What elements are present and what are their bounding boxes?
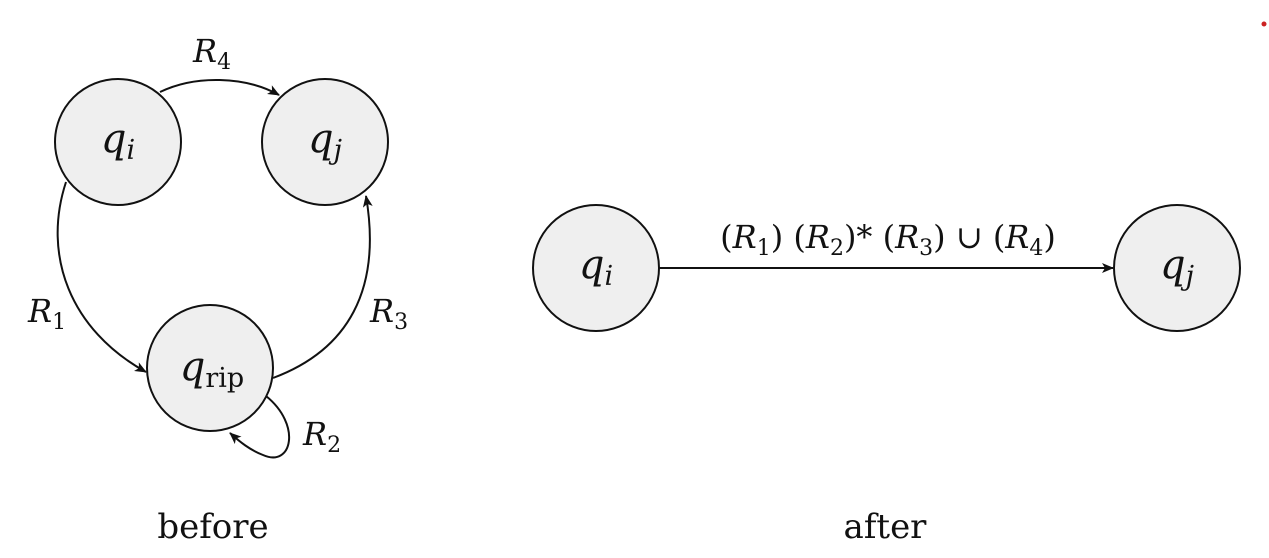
- state-qi-node: [54, 78, 182, 206]
- edge-qrip-self-loop: [229, 395, 290, 459]
- before-caption: before: [157, 507, 268, 547]
- after-state-qj-node: [1113, 204, 1241, 332]
- edge-label-r2: R2: [302, 415, 341, 458]
- edge-label-r4: R4: [192, 32, 231, 75]
- after-state-qj-label: qj: [1160, 242, 1194, 292]
- edge-label-r1: R1: [27, 292, 66, 335]
- edge-qi-qj: [159, 79, 280, 96]
- edge-qrip-qj: [272, 195, 373, 379]
- state-qi-label: qi: [101, 116, 135, 166]
- edge-qi-qrip: [56, 181, 147, 373]
- state-qrip-label: qrip: [180, 344, 244, 394]
- corner-dot: [1261, 21, 1267, 27]
- edge-label-r3: R3: [369, 292, 408, 335]
- after-edge-label: (R1) (R2)* (R3) ∪ (R4): [720, 218, 1056, 261]
- before-diagram: qi qj qrip R4 R1 R3 R2 before: [27, 32, 408, 547]
- after-state-qi-node: [532, 204, 660, 332]
- after-diagram: qi qj (R1) (R2)* (R3) ∪ (R4) after: [532, 204, 1241, 547]
- after-state-qi-label: qi: [579, 242, 613, 292]
- state-qrip-node: [146, 304, 274, 432]
- state-qj-label: qj: [308, 116, 342, 166]
- state-qj-node: [261, 78, 389, 206]
- after-caption: after: [844, 507, 928, 547]
